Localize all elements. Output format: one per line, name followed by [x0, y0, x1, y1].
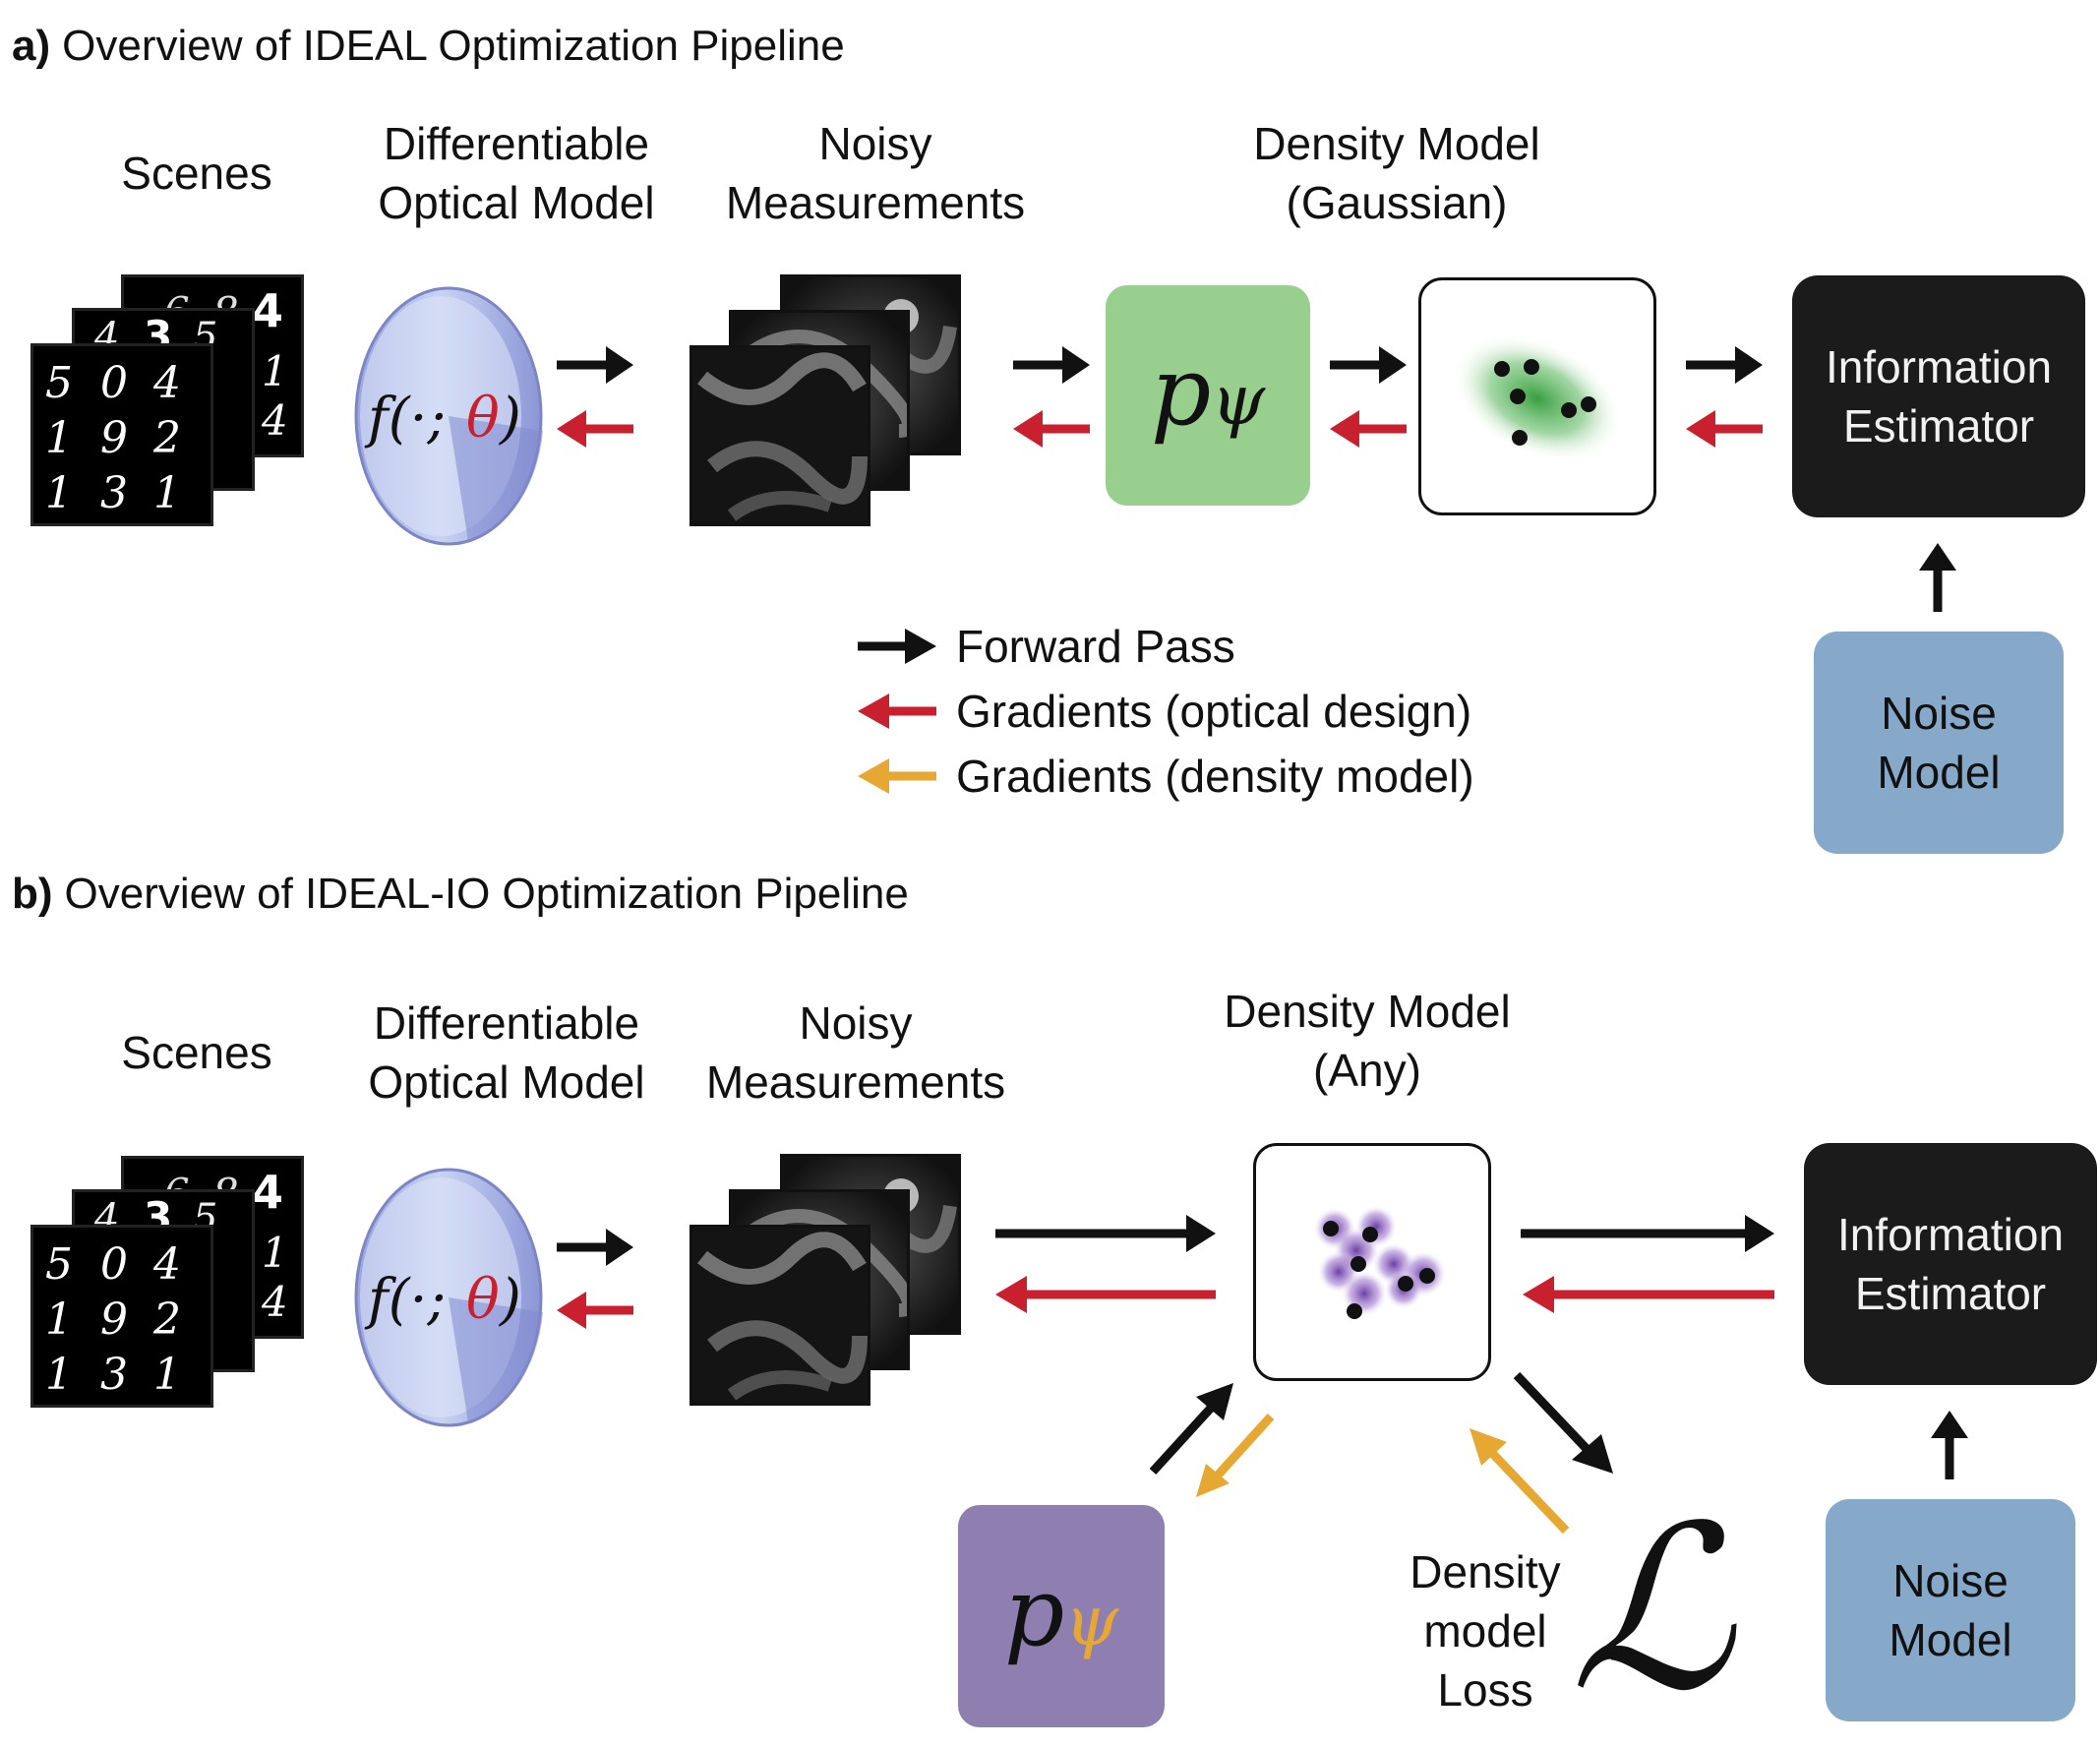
panel-b-title: b)Overview of IDEAL-IO Optimization Pipe… — [12, 870, 909, 919]
svg-text:4: 4 — [252, 284, 283, 337]
a-information-estimator-box: Information Estimator — [1792, 275, 2085, 517]
b-psi-symbol: ψ — [1064, 1580, 1119, 1661]
digit-tile-front: 5 0 4 1 9 2 1 3 1 — [33, 346, 210, 523]
svg-text:4: 4 — [152, 1239, 181, 1290]
svg-text:4: 4 — [261, 1278, 288, 1326]
svg-text:5: 5 — [45, 1239, 73, 1290]
legend: Forward Pass Gradients (optical design) … — [858, 614, 1474, 809]
meas-tile-front — [692, 1228, 868, 1403]
svg-text:3: 3 — [100, 1350, 128, 1400]
b-lens-icon: f(·; θ ) — [350, 1165, 547, 1430]
svg-text:0: 0 — [100, 358, 128, 408]
svg-text:1: 1 — [262, 1229, 288, 1277]
a-formula-suffix: ) — [499, 387, 521, 451]
digit-tile-front: 5 0 4 1 9 2 1 3 1 — [33, 1228, 210, 1405]
legend-forward-pass: Forward Pass — [858, 614, 1474, 679]
svg-text:1: 1 — [45, 1350, 73, 1400]
b-information-estimator-box: Information Estimator — [1804, 1143, 2097, 1385]
svg-text:0: 0 — [100, 1239, 128, 1290]
panel-a-title-text: Overview of IDEAL Optimization Pipeline — [62, 22, 845, 70]
meas-tile-front — [692, 348, 868, 523]
b-noise-model-box: Noise Model — [1826, 1499, 2075, 1721]
svg-text:2: 2 — [152, 413, 181, 463]
svg-text:1: 1 — [153, 1350, 181, 1400]
a-measurements-label: Noisy Measurements — [725, 118, 1026, 228]
b-digit-stack-icon: 6 8 4 1 4 4 3 5 5 0 4 1 9 2 1 3 1 — [33, 1159, 309, 1405]
b-formula-suffix: ) — [499, 1268, 521, 1332]
b-measurement-stack-icon — [692, 1157, 958, 1403]
b-flow-density-icon — [1253, 1143, 1491, 1381]
b-formula-theta: θ — [466, 1268, 500, 1332]
b-optical-gradient-arrows — [557, 1276, 1774, 1329]
a-arrows — [557, 346, 1956, 612]
density-gradient-arrow-icon — [858, 758, 936, 794]
b-p-symbol: p — [1003, 1556, 1065, 1667]
svg-text:1: 1 — [45, 468, 73, 518]
a-scenes-label: Scenes — [121, 148, 272, 199]
a-gradient-arrows — [557, 410, 1763, 448]
a-formula-prefix: f(·; — [364, 387, 446, 451]
forward-arrow-icon — [858, 629, 936, 664]
b-density-param-box: pψ — [958, 1505, 1165, 1727]
svg-text:4: 4 — [261, 396, 288, 445]
a-formula-theta: θ — [466, 387, 500, 451]
svg-text:1: 1 — [45, 413, 73, 463]
svg-text:9: 9 — [100, 1295, 128, 1345]
a-digit-stack-icon: 6 8 4 1 4 4 3 5 5 0 4 1 9 2 1 3 1 — [33, 277, 309, 523]
svg-text:4: 4 — [252, 1166, 283, 1219]
panel-a-title: a)Overview of IDEAL Optimization Pipelin… — [12, 22, 845, 71]
svg-text:1: 1 — [262, 347, 288, 395]
svg-text:4: 4 — [152, 358, 181, 408]
a-lens-icon: f(·; θ ) — [350, 283, 547, 549]
svg-text:9: 9 — [100, 413, 128, 463]
optical-gradient-arrow-icon — [858, 693, 936, 729]
b-loss-label: Density model Loss — [1410, 1546, 1561, 1716]
b-scenes-label: Scenes — [121, 1027, 272, 1078]
a-noise-model-box: Noise Model — [1814, 632, 2064, 854]
a-optical-label: Differentiable Optical Model — [378, 118, 655, 228]
b-measurements-label: Noisy Measurements — [705, 997, 1006, 1108]
svg-text:5: 5 — [45, 358, 73, 408]
svg-text:1: 1 — [153, 468, 181, 518]
a-gaussian-density-icon — [1418, 277, 1656, 515]
a-psi-symbol: ψ — [1211, 359, 1266, 441]
panel-b-title-text: Overview of IDEAL-IO Optimization Pipeli… — [64, 870, 909, 918]
svg-text:1: 1 — [45, 1295, 73, 1345]
svg-text:3: 3 — [100, 468, 128, 518]
svg-text:2: 2 — [152, 1295, 181, 1345]
b-density-label: Density Model (Any) — [1224, 986, 1511, 1096]
a-density-label: Density Model (Gaussian) — [1253, 118, 1540, 228]
b-forward-arrows — [557, 1215, 1968, 1479]
b-density-gradient-arrows — [1196, 1413, 1570, 1535]
b-optical-label: Differentiable Optical Model — [368, 997, 645, 1108]
a-forward-arrows — [557, 346, 1956, 612]
legend-gradients-optical: Gradients (optical design) — [858, 679, 1474, 744]
panel-a-letter: a) — [12, 22, 51, 70]
b-loss-symbol: ℒ — [1570, 1478, 1733, 1741]
a-measurement-stack-icon — [692, 277, 958, 523]
b-formula-prefix: f(·; — [364, 1268, 446, 1332]
a-p-symbol: p — [1150, 335, 1212, 447]
legend-gradients-density: Gradients (density model) — [858, 744, 1474, 809]
a-density-param-box: pψ — [1106, 285, 1310, 506]
b-arrows — [557, 1215, 1968, 1535]
panel-b-letter: b) — [12, 870, 53, 918]
